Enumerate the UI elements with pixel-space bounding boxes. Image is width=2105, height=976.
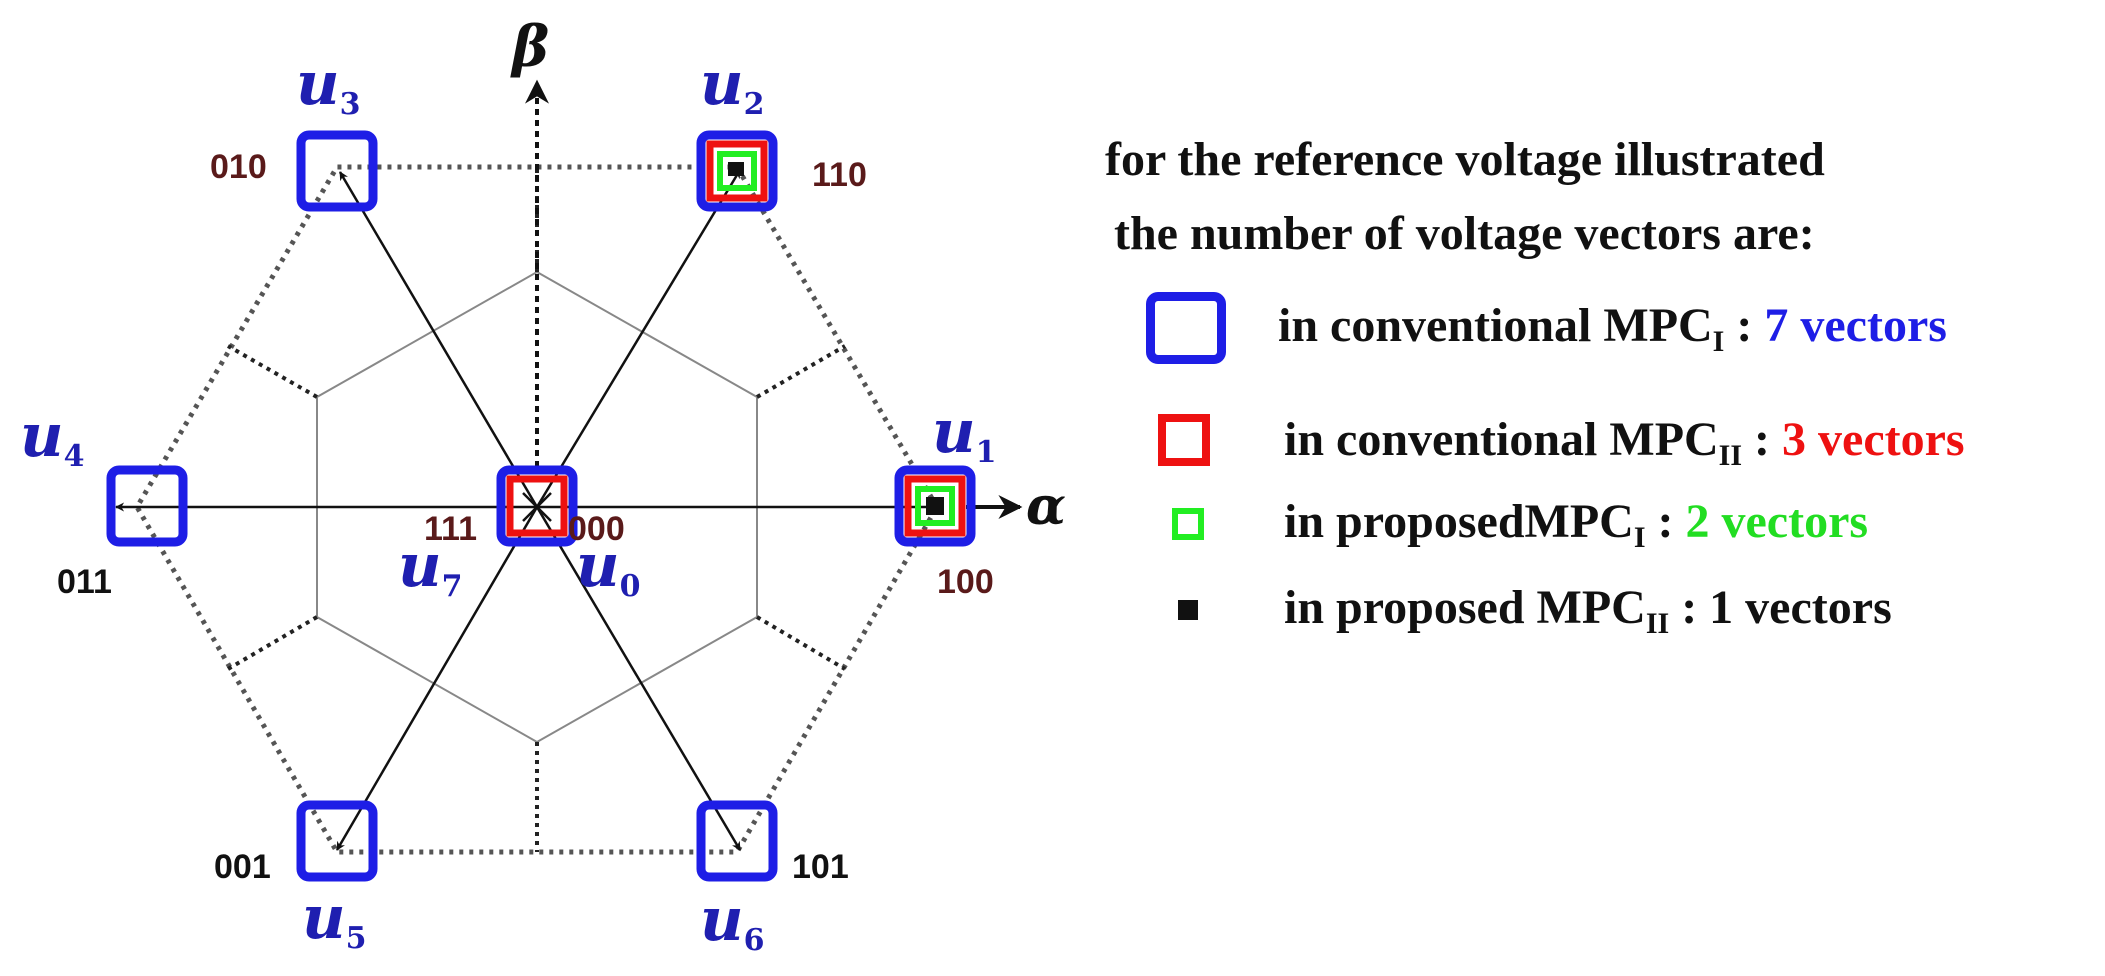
black-square-icon [1178, 600, 1198, 620]
legend-title-line1: for the reference voltage illustrated [1105, 133, 1825, 186]
code-100: 100 [937, 563, 994, 601]
legend-item-subscript: II [1645, 607, 1670, 640]
legend-item-sep: : [1669, 581, 1710, 634]
legend-item-subscript: I [1633, 521, 1646, 554]
beta-axis-label: β [510, 14, 549, 80]
legend-item-sep: : [1645, 495, 1686, 548]
code-111: 111 [424, 510, 477, 548]
legend-item-subscript: I [1712, 325, 1725, 358]
label-u2: u2 [700, 49, 765, 122]
vector-lines [115, 169, 928, 851]
label-u4: u4 [20, 401, 85, 474]
legend-item-subscript: II [1718, 439, 1743, 472]
legend-item-text: in proposedMPC [1284, 495, 1634, 548]
label-u0: u0 [576, 531, 641, 604]
legend-item-text: in conventional MPC [1278, 299, 1713, 352]
u2-green-square [717, 151, 757, 191]
vector-name-labels: u1 u2 u3 u4 u5 u6 u7 u0 [20, 49, 997, 958]
u6-blue-square [696, 800, 778, 882]
legend-item-sep: : [1742, 413, 1783, 466]
space-vector-diagram: β α u1 u2 u3 u4 u5 u6 u7 u0 [20, 14, 1066, 958]
u1-blue-square [894, 465, 976, 547]
u5-blue-square [296, 800, 378, 882]
legend-item-sep: : [1724, 299, 1765, 352]
legend-item-count: 1 vectors [1709, 581, 1892, 634]
label-u6: u6 [700, 885, 765, 958]
origin-cross [522, 492, 552, 522]
alpha-axis-label: α [1026, 476, 1066, 537]
legend-item-text: in proposed MPC [1284, 581, 1646, 634]
code-101: 101 [792, 848, 849, 886]
code-010: 010 [210, 148, 267, 186]
u2-black-mark [728, 162, 744, 176]
u1-green-square [915, 486, 955, 526]
code-110: 110 [812, 156, 867, 194]
u1-black-square [926, 497, 944, 515]
blue-square-icon [1146, 292, 1226, 364]
label-u3: u3 [296, 49, 361, 122]
label-u7: u7 [398, 531, 463, 604]
u4-blue-square [106, 465, 188, 547]
switching-state-codes: 100 110 010 011 001 101 111 000 [57, 148, 994, 886]
red-vector-markers [506, 140, 966, 537]
u2-red-square [706, 140, 768, 202]
u0-u7-blue-square [496, 465, 578, 547]
code-000: 000 [568, 510, 625, 548]
label-u5: u5 [302, 883, 367, 956]
sector-dividers [226, 167, 847, 852]
legend-item-count: 2 vectors [1685, 495, 1869, 548]
legend-title-line2: the number of voltage vectors are: [1114, 207, 1815, 260]
blue-vector-markers [106, 130, 976, 882]
u1-red-square [904, 475, 966, 537]
legend: for the reference voltage illustrated th… [1100, 0, 2100, 976]
green-square-icon [1172, 508, 1204, 540]
code-001: 001 [214, 848, 271, 886]
code-011: 011 [57, 563, 112, 601]
red-square-icon [1158, 414, 1210, 466]
green-vector-markers [717, 151, 955, 526]
u3-blue-square [296, 130, 378, 212]
legend-item-count: 7 vectors [1764, 299, 1947, 352]
u0-u7-red-square [506, 475, 568, 537]
legend-item-text: in conventional MPC [1284, 413, 1719, 466]
label-u1: u1 [932, 397, 997, 470]
u2-blue-square [696, 130, 778, 212]
legend-item-count: 3 vectors [1782, 413, 1965, 466]
